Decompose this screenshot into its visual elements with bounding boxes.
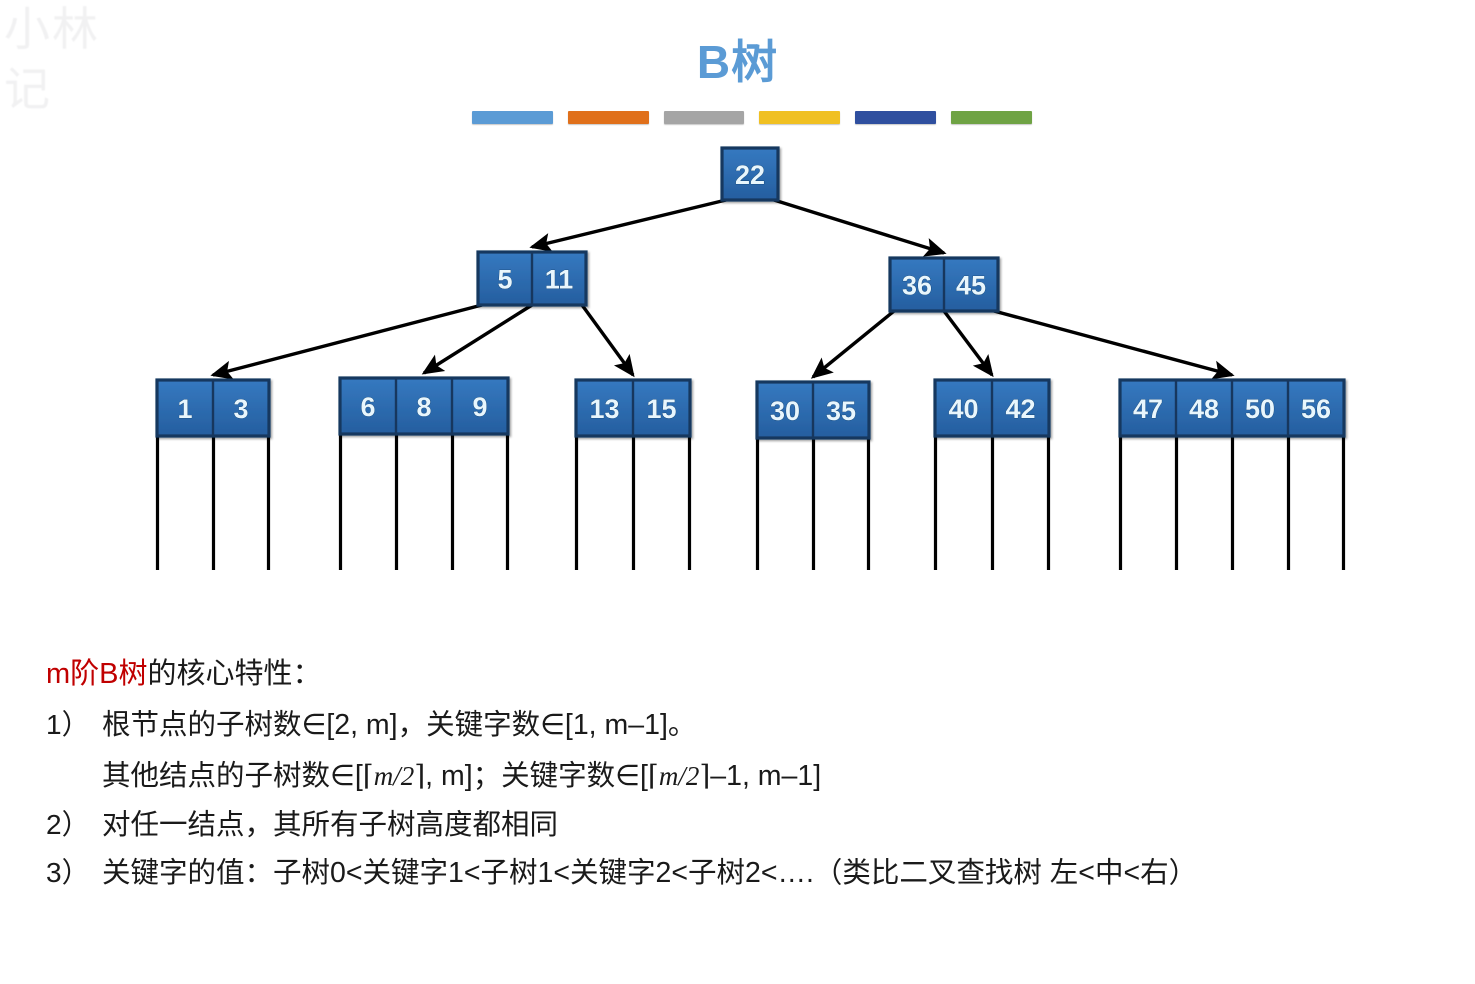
page-title: B树 xyxy=(696,36,779,88)
node-box-n-6-8-9 xyxy=(338,376,510,436)
node-key-3: 3 xyxy=(233,394,248,424)
node-key-42: 42 xyxy=(1005,394,1035,424)
note-item-1: 1） 根节点的子树数∈[2, m]，关键字数∈[1, m–1]。 其他结点的子树… xyxy=(46,711,1446,791)
edge-to-n-6-8-9 xyxy=(421,303,533,375)
note-1-line-2-a: 其他结点的子树数∈[ xyxy=(102,759,363,792)
node-key-13: 13 xyxy=(589,394,619,424)
node-key-15: 15 xyxy=(646,394,676,424)
notes-lead: m阶B树的核心特性： xyxy=(46,660,1446,689)
btree-node-n-30-35: 30 35 xyxy=(755,380,871,440)
node-key-45: 45 xyxy=(956,271,986,301)
ceil-close-1: ⌉ xyxy=(414,760,426,792)
node-key-35: 35 xyxy=(826,396,856,426)
bar-orange xyxy=(567,111,649,124)
note-1-m-2: m/2 xyxy=(658,760,700,791)
note-2-line-1: 对任一结点，其所有子树高度都相同 xyxy=(102,808,559,841)
bar-darkblue xyxy=(855,111,937,124)
note-item-2: 2） 对任一结点，其所有子树高度都相同 xyxy=(46,808,1446,841)
note-1-m-1: m/2 xyxy=(373,760,415,791)
note-1-line-2: 其他结点的子树数∈[⌈m/2⌉, m]；关键字数∈[⌈m/2⌉–1, m–1] xyxy=(102,759,1446,792)
node-key-47: 47 xyxy=(1133,394,1163,424)
node-key-50: 50 xyxy=(1245,394,1275,424)
btree-node-n-13-15: 13 15 xyxy=(574,378,692,438)
node-box-root xyxy=(720,146,780,202)
btree-node-n-36-45: 36 45 xyxy=(888,256,1000,313)
ceil-open-1: ⌈ xyxy=(362,760,374,792)
node-key-30: 30 xyxy=(770,396,800,426)
edge-to-n-40-42 xyxy=(942,309,994,378)
btree-node-root: 22 xyxy=(720,146,780,202)
note-2-number: 2） xyxy=(46,808,90,840)
node-key-22: 22 xyxy=(735,160,765,190)
btree-node-n-40-42: 40 42 xyxy=(933,378,1051,438)
node-key-40: 40 xyxy=(948,394,978,424)
node-key-36: 36 xyxy=(902,271,932,301)
ceil-close-2: ⌉ xyxy=(699,760,711,792)
btree-node-n-47-48-50-56: 47 48 50 56 xyxy=(1118,378,1346,438)
node-key-11: 11 xyxy=(545,265,574,295)
diagram-edges xyxy=(155,198,1346,570)
edge-to-n-36-45 xyxy=(773,198,947,257)
node-key-8: 8 xyxy=(416,392,431,422)
notes-lead-rest: 的核心特性： xyxy=(147,658,322,690)
node-key-48: 48 xyxy=(1189,394,1219,424)
edge-to-n-1-3 xyxy=(210,303,483,380)
color-bar-strip xyxy=(472,111,1032,124)
edge-to-n-5-11 xyxy=(529,198,727,252)
node-key-1: 1 xyxy=(177,394,192,424)
bar-yellow xyxy=(759,111,841,124)
btree-node-n-6-8-9: 6 8 9 xyxy=(338,376,510,436)
note-3-line-1: 关键字的值：子树0<关键字1<子树1<关键字2<子树2<….（类比二叉查找树 左… xyxy=(102,857,1198,889)
note-1-line-1: 根节点的子树数∈[2, m]，关键字数∈[1, m–1]。 xyxy=(102,709,697,741)
ceil-open-2: ⌈ xyxy=(647,760,659,792)
notes-lead-red: m阶B树 xyxy=(46,658,148,690)
edge-to-n-13-15 xyxy=(580,303,635,378)
bar-green xyxy=(951,111,1032,124)
note-item-3: 3） 关键字的值：子树0<关键字1<子树1<关键字2<子树2<….（类比二叉查找… xyxy=(46,859,1446,888)
note-1-number: 1） xyxy=(46,709,90,740)
node-key-5: 5 xyxy=(497,265,512,295)
bar-blue xyxy=(472,111,553,124)
node-key-6: 6 xyxy=(360,392,375,422)
note-1-line-2-b: , m]；关键字数∈[ xyxy=(425,759,648,792)
edge-to-n-30-35 xyxy=(810,309,896,379)
notes-block: m阶B树的核心特性： 1） 根节点的子树数∈[2, m]，关键字数∈[1, m–… xyxy=(46,660,1446,908)
btree-node-n-5-11: 5 11 xyxy=(476,250,588,307)
edge-to-n-47-48-50-56 xyxy=(993,309,1235,380)
note-1-line-2-c: –1, m–1] xyxy=(710,759,822,792)
node-key-9: 9 xyxy=(472,392,487,422)
node-key-56: 56 xyxy=(1301,394,1331,424)
bar-gray xyxy=(663,111,745,124)
note-3-number: 3） xyxy=(46,857,90,888)
